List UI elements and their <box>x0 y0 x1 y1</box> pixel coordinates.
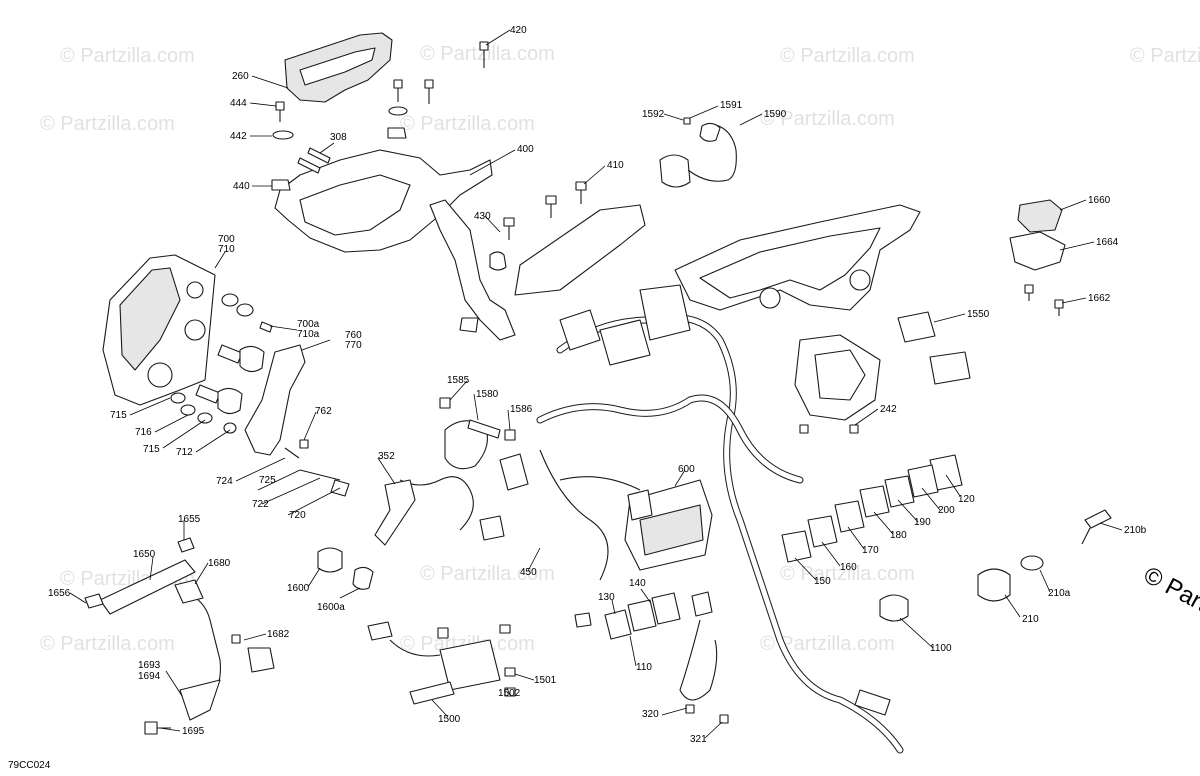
callout-210a: 210a <box>1048 588 1071 599</box>
callout-130: 130 <box>598 592 615 603</box>
callout-715-a: 715 <box>110 410 127 421</box>
callout-760: 760 <box>345 330 362 341</box>
callout-140: 140 <box>629 578 646 589</box>
callout-1580: 1580 <box>476 389 499 400</box>
connectors <box>781 454 963 563</box>
watermark-edge: © Partz <box>1139 561 1200 623</box>
leader-lines <box>69 29 1123 739</box>
horn-1580 <box>374 397 529 546</box>
watermark: © Partzilla.com <box>1130 45 1200 67</box>
watermark: © Partzilla.com <box>400 113 535 135</box>
callout-352: 352 <box>378 451 395 462</box>
tube-1650 <box>84 537 275 735</box>
watermark: © Partzilla.com <box>420 563 555 585</box>
module-1660 <box>1009 199 1066 316</box>
diagram-code: 79CC024 <box>8 760 51 771</box>
callout-420: 420 <box>510 25 527 36</box>
callout-1100: 1100 <box>930 643 952 654</box>
callout-160: 160 <box>840 562 857 573</box>
callout-1592: 1592 <box>642 109 665 120</box>
switch-1500 <box>367 621 516 705</box>
watermark: © Partzilla.com <box>780 563 915 585</box>
callout-710: 710 <box>218 244 235 255</box>
callout-1693: 1693 <box>138 660 161 671</box>
callout-716: 716 <box>135 427 152 438</box>
callout-715-b: 715 <box>143 444 160 455</box>
callout-1502: 1502 <box>498 688 521 699</box>
callout-1590: 1590 <box>764 109 787 120</box>
callout-1694: 1694 <box>138 671 161 682</box>
callout-120: 120 <box>958 494 975 505</box>
callout-321: 321 <box>690 734 707 745</box>
watermark: © Partzilla.com <box>760 633 895 655</box>
callout-442: 442 <box>230 131 247 142</box>
callout-308: 308 <box>330 132 347 143</box>
callout-700a: 700a <box>297 319 320 330</box>
callout-180: 180 <box>890 530 907 541</box>
callout-1585: 1585 <box>447 375 470 386</box>
callout-430: 430 <box>474 211 491 222</box>
callout-725: 725 <box>259 475 276 486</box>
callout-210b: 210b <box>1124 525 1147 536</box>
callout-1664: 1664 <box>1096 237 1119 248</box>
callout-600: 600 <box>678 464 695 475</box>
callout-210: 210 <box>1022 614 1039 625</box>
cluster-housing-700 <box>102 254 350 497</box>
ignition-210 <box>879 509 1112 622</box>
callout-410: 410 <box>607 160 624 171</box>
callout-1600: 1600 <box>287 583 310 594</box>
callout-1656: 1656 <box>48 588 71 599</box>
callout-1650: 1650 <box>133 549 156 560</box>
callout-722: 722 <box>252 499 269 510</box>
watermark: © Partzilla.com <box>40 113 175 135</box>
main-harness <box>536 204 971 754</box>
callout-1550: 1550 <box>967 309 990 320</box>
watermark: © Partzilla.com <box>780 45 915 67</box>
callout-720: 720 <box>289 510 306 521</box>
callout-1695: 1695 <box>182 726 205 737</box>
connectors-110-140 <box>574 591 729 724</box>
cluster-600 <box>624 479 713 571</box>
callout-170: 170 <box>862 545 879 556</box>
callout-110: 110 <box>636 662 652 673</box>
sensor-1600 <box>317 547 374 590</box>
watermark: © Partzilla.com <box>60 45 195 67</box>
callout-1501: 1501 <box>534 675 557 686</box>
callout-1660: 1660 <box>1088 195 1111 206</box>
callout-450: 450 <box>520 567 537 578</box>
callout-1662: 1662 <box>1088 293 1111 304</box>
cover-assembly <box>271 32 646 341</box>
callout-242: 242 <box>880 404 897 415</box>
callout-1680: 1680 <box>208 558 231 569</box>
callout-150: 150 <box>814 576 831 587</box>
sensor-1590 <box>659 117 737 188</box>
callout-260: 260 <box>232 71 249 82</box>
callout-700: 700 <box>218 234 235 245</box>
callout-1500: 1500 <box>438 714 461 725</box>
callout-724: 724 <box>216 476 233 487</box>
callout-712: 712 <box>176 447 193 458</box>
callout-710a: 710a <box>297 329 320 340</box>
watermark: © Partzilla.com <box>420 43 555 65</box>
callout-440: 440 <box>233 181 250 192</box>
callout-400: 400 <box>517 144 534 155</box>
callout-200: 200 <box>938 505 955 516</box>
callout-770: 770 <box>345 340 362 351</box>
callout-762: 762 <box>315 406 332 417</box>
callout-1586: 1586 <box>510 404 533 415</box>
callout-320: 320 <box>642 709 659 720</box>
callout-444: 444 <box>230 98 247 109</box>
callout-labels: 420 260 444 442 308 440 400 410 430 1592… <box>48 25 1147 745</box>
callout-1655: 1655 <box>178 514 201 525</box>
callout-1682: 1682 <box>267 629 290 640</box>
callout-190: 190 <box>914 517 931 528</box>
watermark: © Partzilla.com <box>40 633 175 655</box>
callout-1591: 1591 <box>720 100 743 111</box>
watermark: © Partzilla.com <box>760 108 895 130</box>
callout-1600a: 1600a <box>317 602 345 613</box>
